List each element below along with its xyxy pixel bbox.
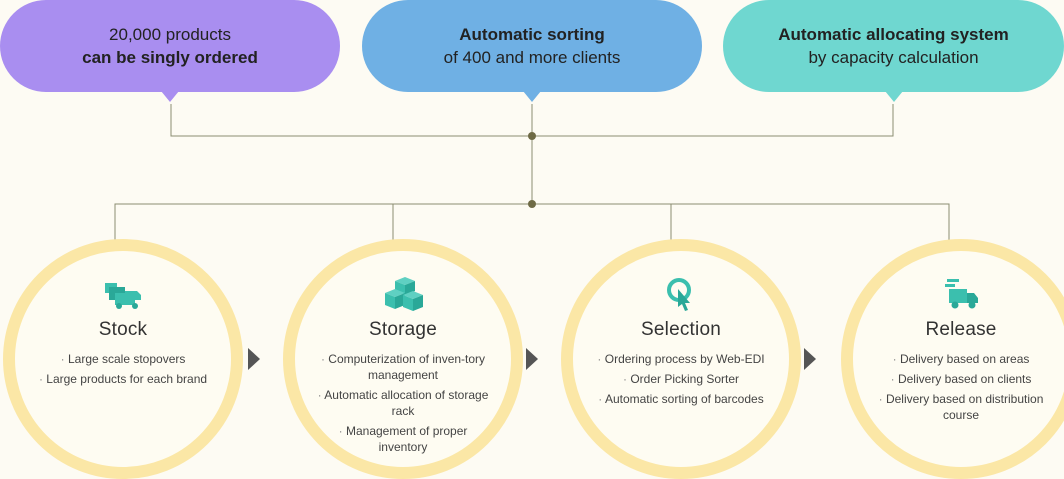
junction-node	[528, 132, 536, 140]
bubble-tail	[161, 91, 179, 102]
step-item: Computerization of inven-tory management	[315, 351, 491, 383]
delivery-truck-icon	[945, 279, 978, 309]
step-items: Computerization of inven-tory management…	[295, 351, 511, 459]
junction-node	[528, 200, 536, 208]
step-items: Delivery based on areas Delivery based o…	[853, 351, 1064, 427]
arrow-right-icon	[804, 348, 816, 370]
step-storage: Storage Computerization of inven-tory ma…	[283, 239, 523, 479]
step-item: Automatic sorting of barcodes	[593, 391, 769, 407]
step-item: Delivery based on distribution course	[873, 391, 1049, 423]
step-item: Order Picking Sorter	[593, 371, 769, 387]
bubble-line-1: 20,000 products	[109, 25, 231, 44]
bubble-line-1: Automatic allocating system	[778, 25, 1009, 44]
bubble-tail	[523, 91, 541, 102]
step-item: Automatic allocation of storage rack	[315, 387, 491, 419]
step-item: Large scale stopovers	[35, 351, 211, 367]
step-item: Ordering process by Web-EDI	[593, 351, 769, 367]
arrow-right-icon	[248, 348, 260, 370]
step-item: Delivery based on areas	[873, 351, 1049, 367]
step-item: Large products for each brand	[35, 371, 211, 387]
bottom-connector	[114, 203, 950, 252]
bubble-line-2: can be singly ordered	[82, 48, 258, 67]
step-items: Large scale stopovers Large products for…	[15, 351, 231, 391]
trucks-icon	[105, 283, 141, 309]
step-title: Stock	[98, 319, 148, 340]
feature-bubble-allocating: Automatic allocating system by capacity …	[723, 0, 1064, 102]
feature-bubble-products: 20,000 products can be singly ordered	[0, 0, 340, 102]
boxes-icon	[385, 277, 423, 311]
step-title: Release	[925, 319, 997, 340]
bubble-tail	[884, 91, 903, 102]
bubble-line-1: Automatic sorting	[459, 25, 605, 44]
step-title: Selection	[641, 319, 721, 340]
arrow-right-icon	[526, 348, 538, 370]
step-stock: Stock Large scale stopovers Large produc…	[3, 239, 243, 479]
step-items: Ordering process by Web-EDI Order Pickin…	[573, 351, 789, 411]
step-selection: Selection Ordering process by Web-EDI Or…	[561, 239, 801, 479]
bubble-line-2: by capacity calculation	[808, 48, 979, 67]
step-release: Release Delivery based on areas Delivery…	[841, 239, 1064, 479]
bubble-line-2: of 400 and more clients	[443, 48, 621, 67]
feature-bubble-sorting: Automatic sorting of 400 and more client…	[362, 0, 702, 102]
step-title: Storage	[369, 319, 437, 340]
step-item: Delivery based on clients	[873, 371, 1049, 387]
step-item: Management of proper inventory	[315, 423, 491, 455]
touch-icon	[667, 278, 691, 311]
